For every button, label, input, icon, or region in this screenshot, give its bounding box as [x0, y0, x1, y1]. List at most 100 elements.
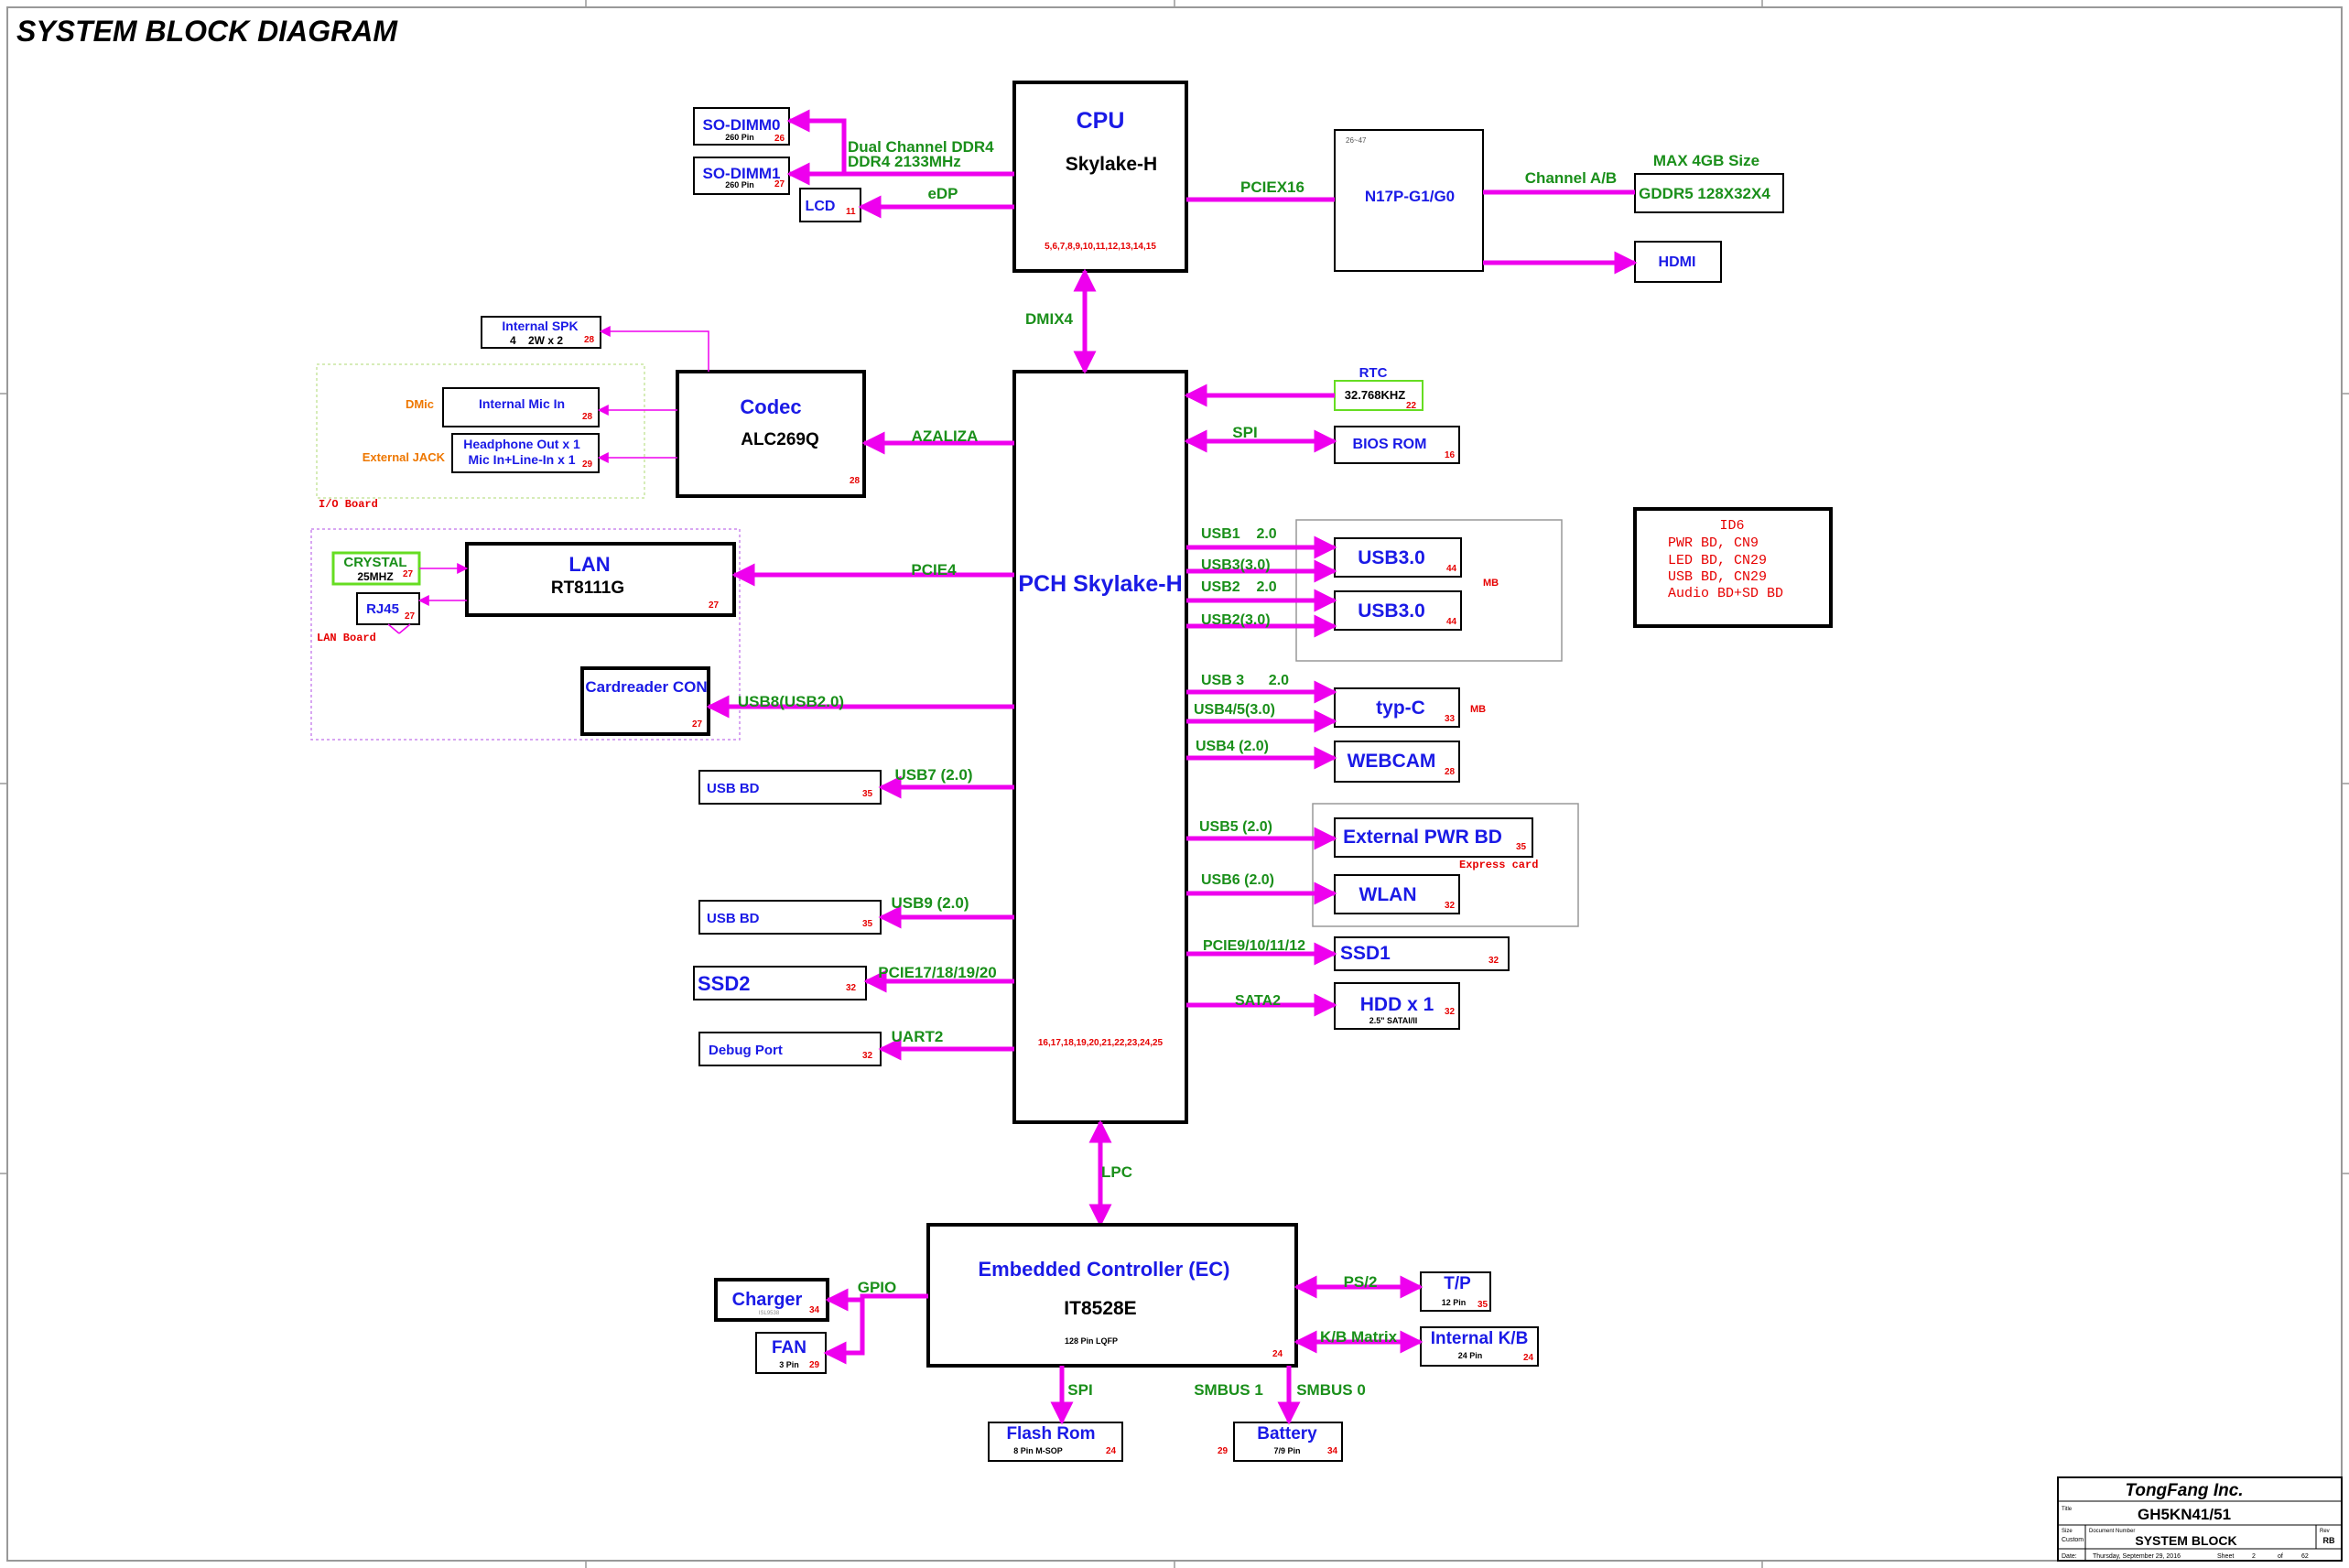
gpio-label: GPIO	[858, 1279, 897, 1296]
usb3-label: USB3(3.0)	[1201, 557, 1271, 573]
gpu-ref: 26~47	[1346, 136, 1367, 145]
kb-page: 24	[1523, 1353, 1534, 1363]
dimm0-label: SO-DIMM0	[703, 116, 781, 134]
spk-spec: 4 2W x 2	[510, 334, 563, 347]
typec-box	[1334, 687, 1460, 728]
id-line3: LED BD, CN29	[1668, 553, 1767, 568]
rtc-label: RTC	[1359, 365, 1388, 381]
gpio-bus	[823, 1288, 928, 1365]
pcie9-label: PCIE9/10/11/12	[1203, 938, 1305, 954]
lan-model: RT8111G	[551, 579, 624, 598]
mic-box	[442, 387, 600, 427]
mic-page: 28	[582, 412, 593, 422]
wlan-page: 32	[1445, 901, 1456, 911]
hp-line1: Headphone Out x 1	[463, 437, 580, 451]
codec-page: 28	[850, 476, 861, 486]
codec-box	[676, 370, 866, 498]
spi-bios-label: SPI	[1232, 424, 1257, 441]
cpu-box	[1012, 81, 1188, 273]
diagram-title: SYSTEM BLOCK DIAGRAM	[16, 15, 398, 48]
typec-page: 33	[1445, 714, 1456, 724]
gpu-label: N17P-G1/G0	[1365, 188, 1455, 205]
titleblock-date: Thursday, September 29, 2016	[2093, 1553, 2181, 1560]
rj45-box	[356, 592, 420, 625]
typec-buses	[1186, 680, 1337, 733]
rtc-box	[1334, 380, 1423, 411]
usb5-label: USB5 (2.0)	[1199, 819, 1272, 835]
dimm1-box	[693, 157, 790, 195]
ssd1-label: SSD1	[1340, 943, 1391, 964]
rj45-page: 27	[405, 611, 416, 622]
dimm1-page: 27	[774, 179, 785, 189]
gddr-channel: Channel A/B	[1525, 169, 1617, 187]
cardreader-label: Cardreader CON	[585, 678, 707, 696]
titleblock-project: GH5KN41/51	[2138, 1506, 2231, 1523]
extpwr-label: External PWR BD	[1343, 827, 1502, 848]
lan-links	[387, 563, 469, 634]
cardreader-page: 27	[692, 719, 703, 730]
hp-line2: Mic In+Line-In x 1	[468, 452, 575, 467]
pcie4-label: PCIE4	[911, 561, 957, 579]
titleblock-sheet-lbl: Sheet	[2217, 1553, 2234, 1560]
ps2-label: PS/2	[1344, 1273, 1378, 1291]
rj45-label: RJ45	[366, 601, 399, 617]
wlan-box	[1334, 874, 1460, 914]
rtc-page: 22	[1406, 401, 1417, 411]
flash-label: Flash Rom	[1006, 1424, 1095, 1444]
dmi-label: DMIX4	[1025, 310, 1074, 328]
usb30-label2: USB3.0	[1358, 600, 1425, 622]
usb2-label: USB2 2.0	[1201, 579, 1277, 595]
battery-pins: 7/9 Pin	[1273, 1446, 1300, 1455]
ddr-bus	[786, 109, 1014, 186]
wlan-label: WLAN	[1359, 884, 1417, 905]
lcd-page: 11	[846, 207, 856, 217]
ec-pkg: 128 Pin LQFP	[1065, 1336, 1118, 1346]
usb30-page2: 44	[1446, 617, 1457, 627]
debug-page: 32	[862, 1051, 873, 1061]
titleblock-total: 62	[2301, 1553, 2309, 1560]
titleblock-date-lbl: Date:	[2062, 1553, 2077, 1560]
lan-page: 27	[709, 600, 720, 611]
kb-pins: 24 Pin	[1458, 1351, 1483, 1360]
id-line1: ID6	[1719, 518, 1744, 534]
hp-box	[451, 433, 600, 473]
dimm0-page: 26	[774, 134, 785, 144]
tp-label: T/P	[1444, 1274, 1471, 1293]
ec-model: IT8528E	[1064, 1298, 1136, 1319]
lpc-label: LPC	[1101, 1163, 1132, 1181]
ddr-label-1: Dual Channel DDR4	[848, 138, 994, 156]
battery-page-left: 29	[1218, 1446, 1229, 1456]
hp-page: 29	[582, 460, 593, 470]
pch-label: PCH Skylake-H	[1018, 571, 1182, 597]
lcd-label: LCD	[806, 199, 836, 214]
fan-page: 29	[809, 1360, 820, 1370]
crystal-box	[331, 551, 421, 586]
id-box	[1633, 507, 1833, 628]
pcie17-label: PCIE17/18/19/20	[878, 964, 996, 981]
bios-box	[1334, 426, 1460, 464]
fan-pins: 3 Pin	[779, 1360, 799, 1369]
titleblock-size-lbl: Size	[2062, 1529, 2073, 1534]
usb4-label: USB4 (2.0)	[1196, 739, 1269, 754]
sata2-label: SATA2	[1235, 993, 1281, 1009]
typec-label: typ-C	[1376, 697, 1425, 719]
codec-label: Codec	[740, 395, 801, 418]
bios-page: 16	[1445, 450, 1456, 460]
usb7-label: USB7 (2.0)	[894, 766, 972, 784]
typec-top-label: USB 3 2.0	[1201, 673, 1289, 688]
titleblock-rev-lbl: Rev	[2320, 1529, 2330, 1534]
flash-page: 24	[1106, 1446, 1117, 1456]
hdmi-label: HDMI	[1659, 254, 1696, 270]
ssd2-label: SSD2	[698, 972, 750, 995]
dimm0-pins: 260 Pin	[725, 133, 754, 142]
usb-mb-frame	[1295, 519, 1563, 662]
usb30-page1: 44	[1446, 564, 1457, 574]
ec-page: 24	[1272, 1349, 1283, 1359]
battery-label: Battery	[1257, 1424, 1317, 1444]
dimm1-pins: 260 Pin	[725, 180, 754, 189]
ec-box	[926, 1223, 1298, 1368]
usb30-box1	[1334, 537, 1462, 578]
charger-label: Charger	[732, 1290, 803, 1310]
ssd2-box	[693, 966, 867, 1000]
usbbd2-label: USB BD	[707, 911, 760, 926]
